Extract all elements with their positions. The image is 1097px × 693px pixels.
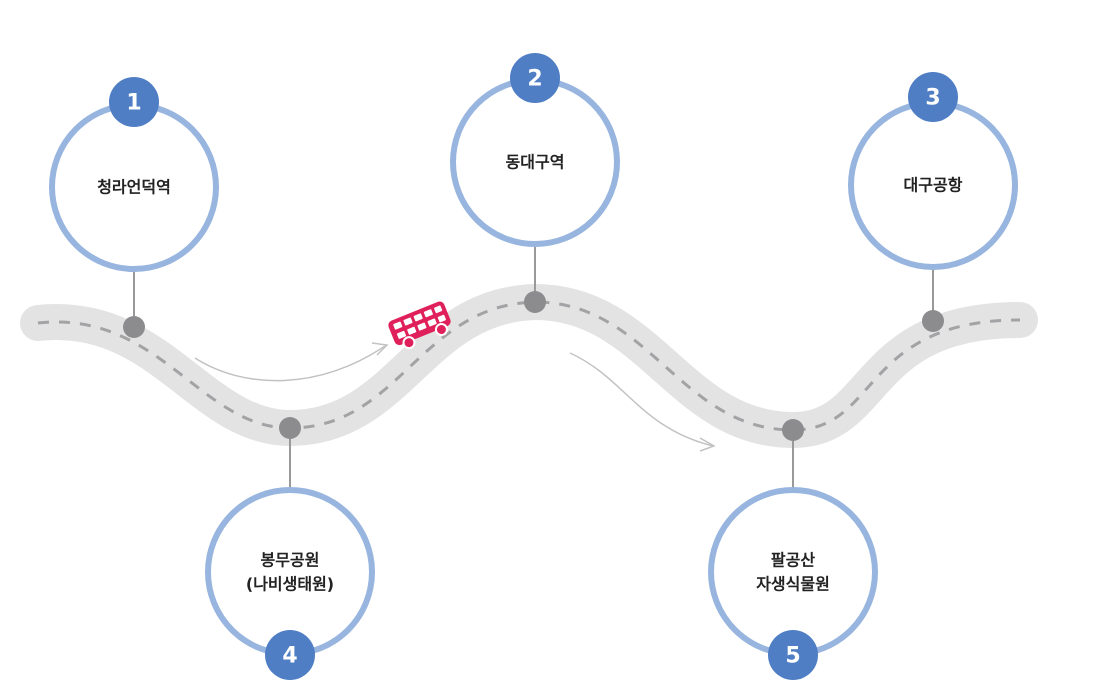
arrow-head — [699, 437, 716, 452]
stop-1: 청라언덕역 1 — [49, 77, 219, 338]
stop-label: 동대구역 — [506, 153, 565, 172]
stop-label: 팔공산 — [771, 551, 815, 570]
stop-label: 봉무공원 — [261, 551, 320, 570]
stop-pin — [123, 316, 145, 338]
stop-label: (나비생태원) — [246, 575, 334, 594]
stop-number: 1 — [126, 91, 141, 116]
stop-number: 4 — [282, 644, 297, 669]
stop-4: 봉무공원 (나비생태원) 4 — [205, 417, 375, 680]
direction-arrows — [194, 342, 716, 452]
stop-ring — [708, 487, 878, 657]
stop-2: 동대구역 2 — [450, 53, 620, 313]
stop-3: 대구공항 3 — [848, 72, 1018, 332]
road — [20, 283, 1038, 449]
road-center-dashes — [37, 300, 1021, 432]
stop-ring — [205, 487, 375, 657]
stop-label: 청라언덕역 — [97, 178, 171, 197]
direction-arrow — [194, 345, 386, 382]
arrow-head — [371, 342, 389, 356]
stop-number-badge — [109, 77, 159, 127]
stop-pin — [782, 419, 804, 441]
stop-number-badge — [768, 630, 818, 680]
road-band — [20, 283, 1038, 449]
stop-label: 대구공항 — [904, 176, 963, 195]
stop-label: 자생식물원 — [756, 575, 830, 594]
stop-pin — [922, 310, 944, 332]
stop-number-badge — [510, 53, 560, 103]
stop-number: 2 — [527, 67, 542, 92]
stop-pin — [279, 417, 301, 439]
stop-number-badge — [265, 630, 315, 680]
double-decker-bus-icon — [388, 301, 451, 350]
stop-number: 5 — [785, 644, 800, 669]
stop-number: 3 — [925, 86, 940, 111]
stop-pin — [524, 291, 546, 313]
stop-number-badge — [908, 72, 958, 122]
direction-arrow — [569, 352, 714, 447]
